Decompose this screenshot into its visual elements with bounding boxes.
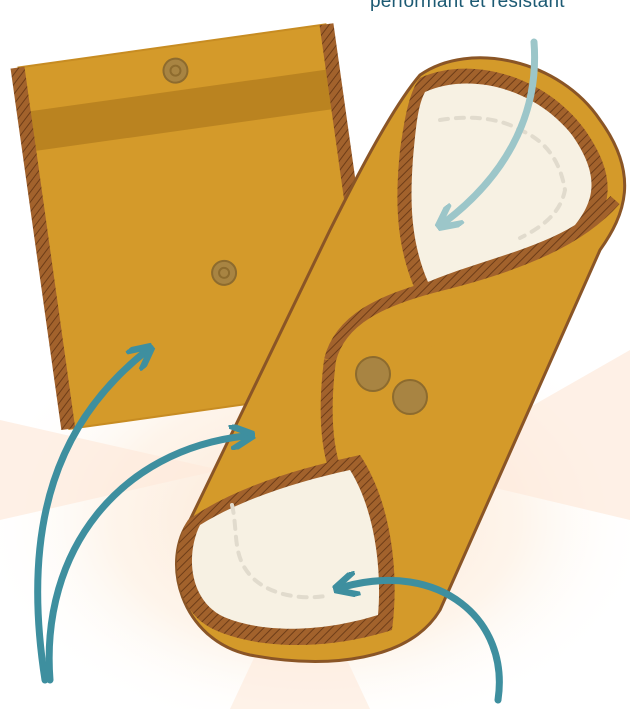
caption-text: performant et résistant bbox=[370, 0, 565, 13]
snap-icon bbox=[356, 357, 390, 391]
snap-icon bbox=[393, 380, 427, 414]
